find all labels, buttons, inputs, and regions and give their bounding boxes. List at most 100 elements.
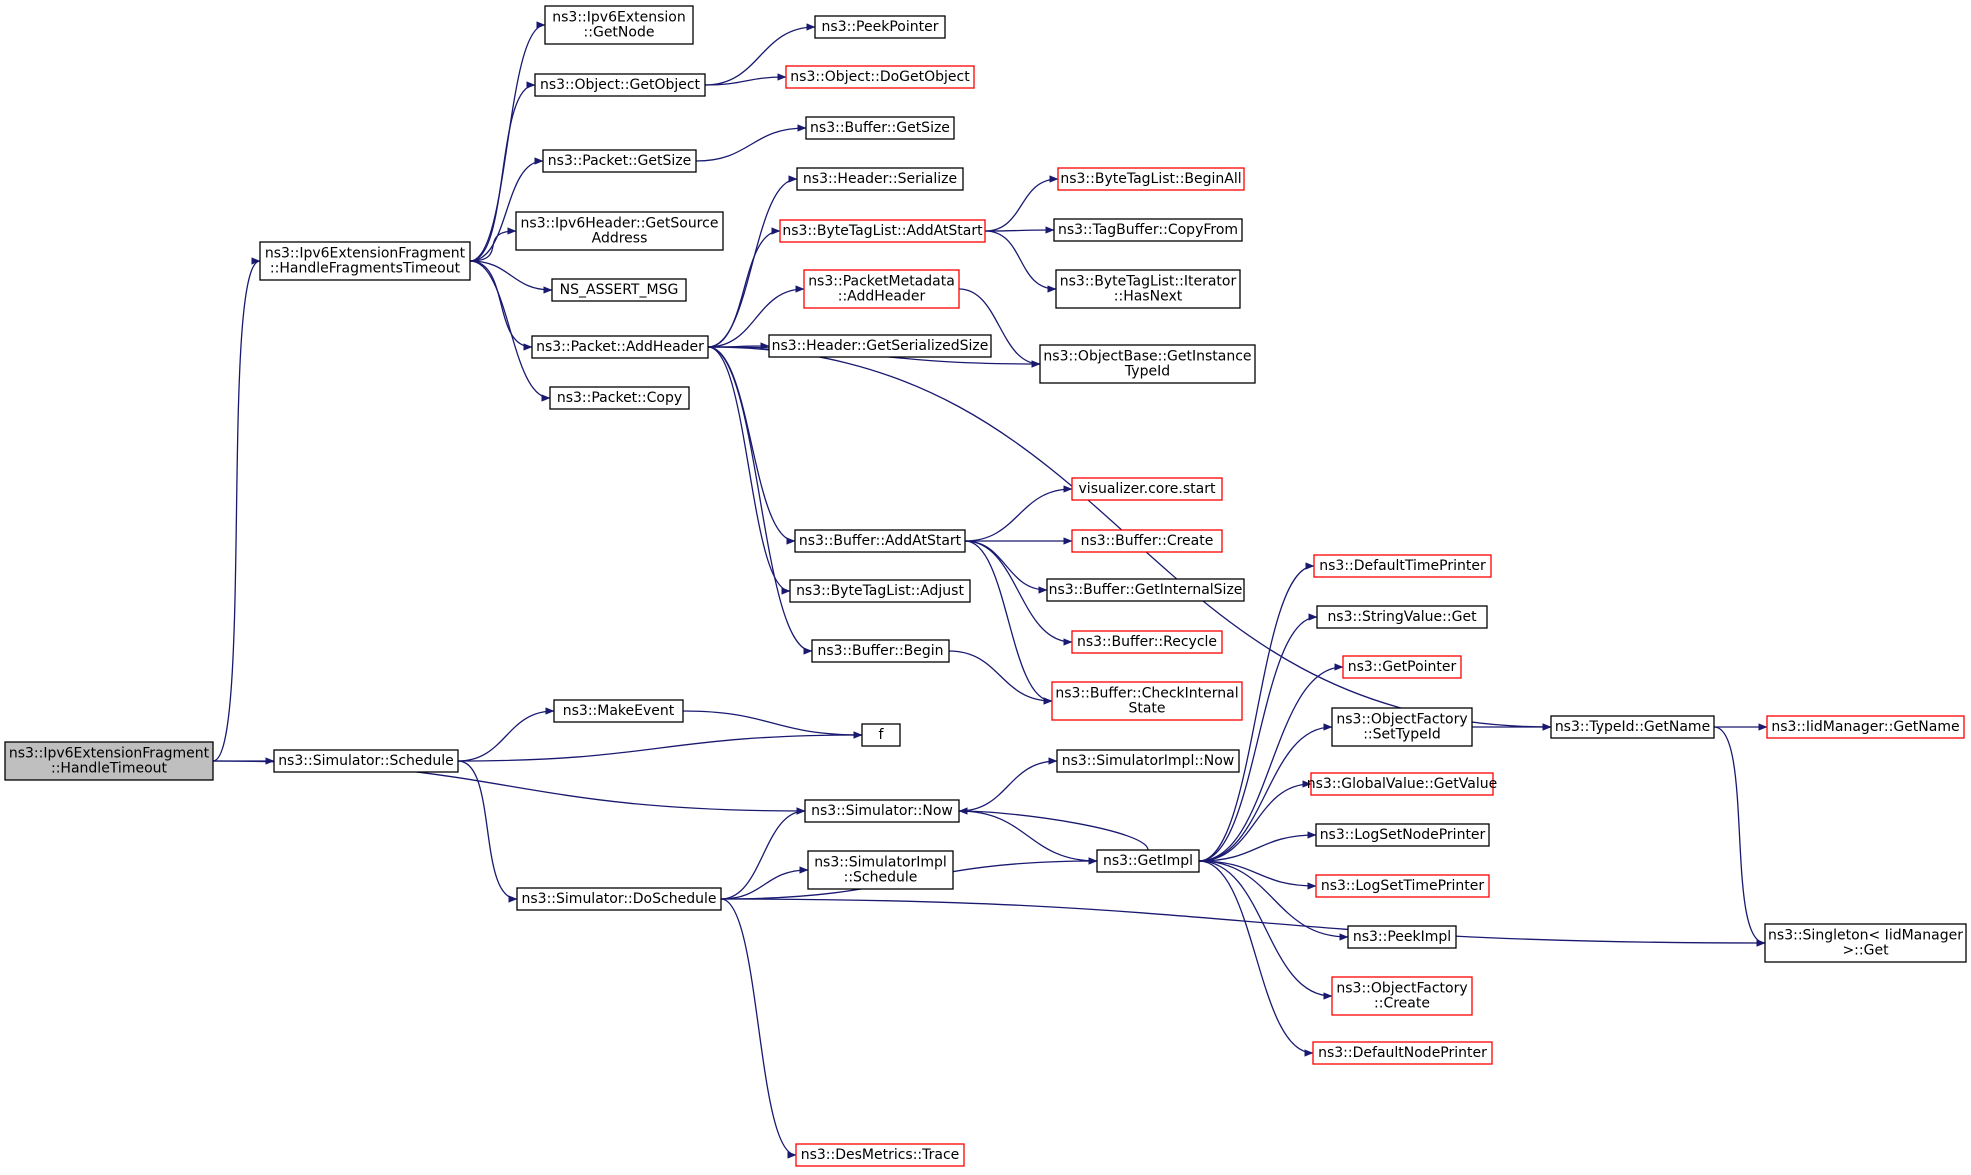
edge-makeevent-to-f [682, 710, 863, 739]
node-bufrecycle[interactable]: ns3::Buffer::Recycle [1071, 630, 1223, 654]
node-dogetobject[interactable]: ns3::Object::DoGetObject [785, 65, 975, 89]
node-bufgetinternalsize[interactable]: ns3::Buffer::GetInternalSize [1046, 578, 1245, 602]
edge-pmaddheader-to-objbasegettid [958, 288, 1041, 368]
edge-addheader-to-bufaddatstart [707, 346, 796, 545]
edge-doschedule-to-simnow [720, 807, 806, 900]
node-peekpointer[interactable]: ns3::PeekPointer [814, 15, 946, 39]
node-bufaddatstart[interactable]: ns3::Buffer::AddAtStart [794, 529, 966, 553]
node-box [785, 65, 975, 89]
node-f[interactable]: f [861, 723, 901, 747]
node-box [1039, 344, 1256, 384]
node-getimpl[interactable]: ns3::GetImpl [1096, 849, 1200, 873]
edge-bufbegin-to-bufcheckinternal [948, 650, 1053, 705]
node-simnow[interactable]: ns3::Simulator::Now [804, 799, 960, 823]
node-box [1071, 630, 1223, 654]
node-tagbufcopy[interactable]: ns3::TagBuffer::CopyFrom [1053, 218, 1243, 242]
node-pktgetsize[interactable]: ns3::Packet::GetSize [542, 149, 697, 173]
node-getpointer[interactable]: ns3::GetPointer [1342, 655, 1462, 679]
node-sched[interactable]: ns3::Simulator::Schedule [273, 749, 459, 773]
node-box [1046, 578, 1245, 602]
node-label: ns3::ByteTagList::AddAtStart [782, 223, 983, 239]
node-objfactcreate[interactable]: ns3::ObjectFactory::Create [1331, 976, 1473, 1016]
node-doschedule[interactable]: ns3::Simulator::DoSchedule [516, 887, 722, 911]
edge-getimpl-to-peekimpl [1198, 860, 1349, 941]
node-addheader[interactable]: ns3::Packet::AddHeader [531, 335, 709, 359]
node-logsetnodeprinter[interactable]: ns3::LogSetNodePrinter [1315, 823, 1490, 847]
node-bufbegin[interactable]: ns3::Buffer::Begin [811, 639, 950, 663]
node-label: ns3::DefaultTimePrinter [1319, 558, 1486, 574]
edge-getobject-to-peekpointer [704, 23, 816, 86]
node-defnodeprinter[interactable]: ns3::DefaultNodePrinter [1312, 1041, 1493, 1065]
node-box [1316, 605, 1488, 629]
node-label: ns3::ObjectFactory [1336, 712, 1467, 728]
node-btladdatstart[interactable]: ns3::ByteTagList::AddAtStart [779, 219, 986, 243]
node-getobject[interactable]: ns3::Object::GetObject [534, 73, 706, 97]
node-btliterhasnext[interactable]: ns3::ByteTagList::Iterator::HasNext [1055, 269, 1241, 309]
node-hdrgetss[interactable]: ns3::Header::GetSerializedSize [768, 334, 992, 358]
node-btlbeginall[interactable]: ns3::ByteTagList::BeginAll [1057, 167, 1245, 191]
edge-hft-to-pktcopy [469, 260, 551, 402]
node-root[interactable]: ns3::Ipv6ExtensionFragment::HandleTimeou… [4, 741, 214, 781]
edge-hft-to-addheader [469, 260, 533, 351]
node-globalvalueget[interactable]: ns3::GlobalValue::GetValue [1307, 772, 1497, 796]
node-typeidgetname[interactable]: ns3::TypeId::GetName [1550, 715, 1715, 739]
node-label: ns3::Buffer::GetInternalSize [1049, 582, 1243, 598]
node-label: ns3::Simulator::Now [811, 803, 953, 819]
node-box [516, 887, 722, 911]
node-desmetrics[interactable]: ns3::DesMetrics::Trace [795, 1143, 965, 1167]
node-label: ns3::Buffer::Begin [817, 643, 943, 659]
edge-btladdatstart-to-btlbeginall [984, 175, 1059, 232]
node-box [1096, 849, 1200, 873]
node-stringvalueget[interactable]: ns3::StringValue::Get [1316, 605, 1488, 629]
node-singletonget[interactable]: ns3::Singleton< IidManager>::Get [1764, 923, 1967, 963]
node-pktcopy[interactable]: ns3::Packet::Copy [549, 386, 690, 410]
node-peekimpl[interactable]: ns3::PeekImpl [1347, 925, 1457, 949]
node-label: ns3::PeekPointer [822, 19, 939, 35]
node-hft[interactable]: ns3::Ipv6ExtensionFragment::HandleFragme… [259, 241, 471, 281]
node-vizcorestart[interactable]: visualizer.core.start [1071, 477, 1223, 501]
edge-bufaddatstart-to-bufcheckinternal [964, 540, 1053, 705]
node-box [1766, 715, 1965, 739]
node-box [807, 850, 954, 890]
node-nsassert[interactable]: NS_ASSERT_MSG [551, 278, 687, 302]
node-btladjust[interactable]: ns3::ByteTagList::Adjust [789, 579, 971, 603]
node-bufgetsize[interactable]: ns3::Buffer::GetSize [805, 116, 955, 140]
node-label: ns3::Ipv6Header::GetSource [521, 216, 719, 232]
node-label: ns3::GlobalValue::GetValue [1307, 776, 1497, 792]
node-label: ns3::ObjectBase::GetInstance [1043, 349, 1251, 365]
node-box [1313, 554, 1492, 578]
edge-hft-to-ipv6hdr [469, 227, 517, 262]
node-label: ::SetTypeId [1363, 727, 1441, 743]
edge-hft-to-pktgetsize [469, 157, 544, 262]
node-label: ::HasNext [1114, 289, 1183, 305]
node-box [1310, 772, 1494, 796]
node-simimplnow[interactable]: ns3::SimulatorImpl::Now [1056, 749, 1240, 773]
edge-bufaddatstart-to-bufrecycle [964, 540, 1073, 646]
node-deftimeprinter[interactable]: ns3::DefaultTimePrinter [1313, 554, 1492, 578]
node-bufcreate[interactable]: ns3::Buffer::Create [1071, 529, 1223, 553]
node-iidmgrgetname[interactable]: ns3::IidManager::GetName [1766, 715, 1965, 739]
node-simimplsched[interactable]: ns3::SimulatorImpl::Schedule [807, 850, 954, 890]
node-box [553, 699, 684, 723]
node-label: ns3::ByteTagList::Iterator [1060, 274, 1237, 290]
node-box [1347, 925, 1457, 949]
node-label: NS_ASSERT_MSG [560, 282, 679, 298]
node-ipv6getnode[interactable]: ns3::Ipv6Extension::GetNode [544, 5, 694, 45]
edge-getimpl-to-simnow [958, 807, 1149, 851]
node-pmaddheader[interactable]: ns3::PacketMetadata::AddHeader [803, 269, 960, 309]
node-label: ns3::GetImpl [1103, 853, 1193, 869]
node-box [1331, 707, 1473, 747]
edge-simnow-to-getimpl [958, 810, 1098, 865]
node-label: ns3::Simulator::DoSchedule [522, 891, 717, 907]
node-objfactsettypeid[interactable]: ns3::ObjectFactory::SetTypeId [1331, 707, 1473, 747]
node-logsettimeprinter[interactable]: ns3::LogSetTimePrinter [1315, 874, 1490, 898]
node-label: ns3::Object::DoGetObject [790, 69, 970, 85]
node-label: Address [592, 231, 648, 247]
node-hdrserialize[interactable]: ns3::Header::Serialize [796, 167, 964, 191]
node-makeevent[interactable]: ns3::MakeEvent [553, 699, 684, 723]
node-label: ::GetNode [584, 25, 655, 41]
